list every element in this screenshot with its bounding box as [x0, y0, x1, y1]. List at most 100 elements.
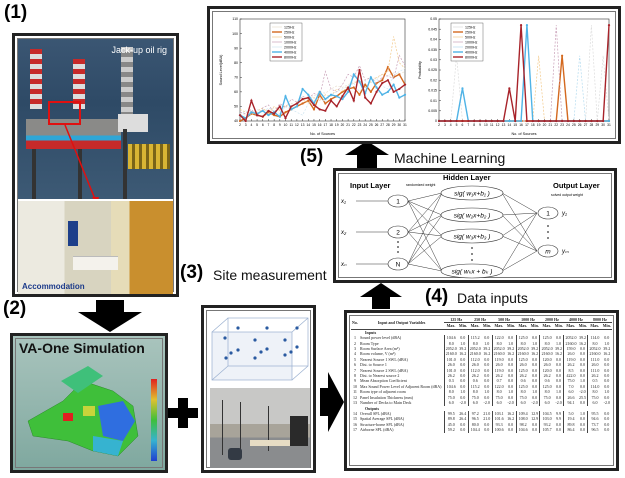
- data-point: [398, 96, 401, 99]
- cell-value: 16.2: [507, 416, 515, 422]
- x-tick-label: 25: [572, 123, 576, 127]
- cell-value: 0.6: [539, 378, 554, 384]
- data-point: [352, 99, 355, 102]
- variable-name: Nearest Source 2 SWL (dBA): [360, 367, 408, 373]
- x-tick-label: 18: [531, 123, 535, 127]
- legend-label: 500Hz: [465, 35, 476, 39]
- cell-value: 8.0: [443, 389, 458, 395]
- cell-value: 2052.0: [587, 346, 602, 352]
- x-tick-label: 12: [295, 123, 299, 127]
- data-point: [375, 86, 378, 89]
- subheader: Min.: [457, 322, 469, 330]
- cell-value: 0.0: [484, 356, 490, 362]
- cell-value: 93.3: [491, 421, 506, 428]
- input-node-label: 2: [396, 230, 400, 237]
- legend-label: 4000Hz: [284, 50, 297, 54]
- cell-value: 2160.0: [515, 351, 530, 357]
- data-point: [561, 54, 564, 57]
- series-line-125Hz: [239, 71, 406, 116]
- cell-value: 0.0: [604, 416, 610, 422]
- cell-value: 93.2: [539, 421, 554, 428]
- data-point: [392, 90, 395, 93]
- variable-name: Dist. to Source 1: [360, 362, 387, 368]
- cell-value: 8.0: [539, 340, 554, 347]
- data-point: [386, 90, 390, 93]
- cell-value: -2.0: [555, 400, 562, 406]
- cell-value: 16.2: [459, 351, 467, 357]
- cell-value: 0.0: [484, 373, 490, 379]
- legend-label: 1000Hz: [465, 40, 478, 44]
- data-point: [324, 98, 327, 101]
- cell-value: 0.0: [580, 421, 585, 427]
- down-arrow-icon: [78, 300, 142, 332]
- x-tick-label: 16: [318, 123, 322, 127]
- freq-header: 250 Hz: [468, 317, 493, 324]
- x-tick-label: 19: [335, 123, 339, 127]
- x-tick-label: 24: [363, 123, 367, 127]
- output-layer-title: Output Layer: [553, 181, 600, 190]
- legend-label: 250Hz: [465, 30, 476, 34]
- cell-value: 26.2: [491, 373, 506, 379]
- cell-value: 86.4: [563, 427, 578, 433]
- cell-value: 108.0: [515, 416, 530, 422]
- cell-value: 114.0: [587, 383, 602, 390]
- cell-value: 0.0: [460, 394, 466, 400]
- cell-value: 103.1: [491, 410, 506, 417]
- data-point: [307, 96, 310, 99]
- row-number: 15: [353, 416, 357, 422]
- accommodation-photo: Accommodation: [18, 201, 173, 294]
- cell-value: 1.0: [604, 340, 610, 346]
- cell-value: 0.0: [604, 421, 610, 427]
- row-number: 17: [353, 427, 357, 433]
- legend-label: 4000Hz: [465, 50, 478, 54]
- x-tick-label: 4: [450, 123, 452, 127]
- cell-value: 9.9: [556, 416, 562, 422]
- cell-value: 0.0: [508, 367, 514, 373]
- y-tick-label: 0.025: [428, 68, 437, 72]
- x-tick-label: 30: [601, 123, 605, 127]
- hidden-node: [440, 207, 504, 223]
- cell-value: 2160.0: [563, 340, 578, 347]
- cell-value: 115.2: [467, 383, 482, 390]
- cell-value: 0.0: [556, 427, 562, 433]
- data-point: [358, 68, 361, 72]
- data-point: [267, 114, 270, 117]
- variable-name: Nearest Source 1 SWL (dBA): [360, 356, 408, 362]
- cell-value: 16.2: [531, 351, 539, 357]
- x-tick-label: 8: [273, 123, 275, 127]
- cell-value: 75.0: [539, 394, 554, 401]
- cell-value: 8.5: [563, 367, 578, 374]
- cell-value: 19.4: [563, 416, 578, 422]
- data-point: [341, 95, 344, 98]
- data-point: [261, 115, 264, 118]
- data-point: [324, 109, 327, 112]
- cell-value: 96.5: [587, 427, 602, 433]
- cell-value: 99.5: [443, 410, 458, 417]
- data-point: [549, 119, 552, 123]
- plus-icon: [168, 398, 198, 428]
- x-tick-label: 29: [595, 123, 599, 127]
- data-point: [267, 109, 270, 112]
- subheader: Min.: [553, 322, 564, 330]
- x-tick-label: 7: [467, 123, 469, 127]
- cell-value: 1.0: [484, 389, 490, 395]
- cell-value: 8.0: [539, 389, 554, 395]
- cell-value: 0.0: [556, 378, 562, 384]
- cell-value: 0.0: [580, 351, 585, 357]
- cell-value: 73.7: [587, 421, 602, 428]
- cell-value: 6.0: [467, 400, 482, 406]
- data-point: [386, 79, 390, 82]
- cell-value: 120.0: [539, 356, 554, 363]
- x-tick-label: 25: [369, 123, 373, 127]
- output-node-label: m: [545, 249, 551, 256]
- cell-value: 26.2: [467, 373, 482, 379]
- x-tick-label: 26: [375, 123, 379, 127]
- cell-value: 0.0: [460, 335, 466, 341]
- cell-value: 1.0: [508, 340, 514, 346]
- x-axis-label: No. of Sources: [511, 132, 536, 136]
